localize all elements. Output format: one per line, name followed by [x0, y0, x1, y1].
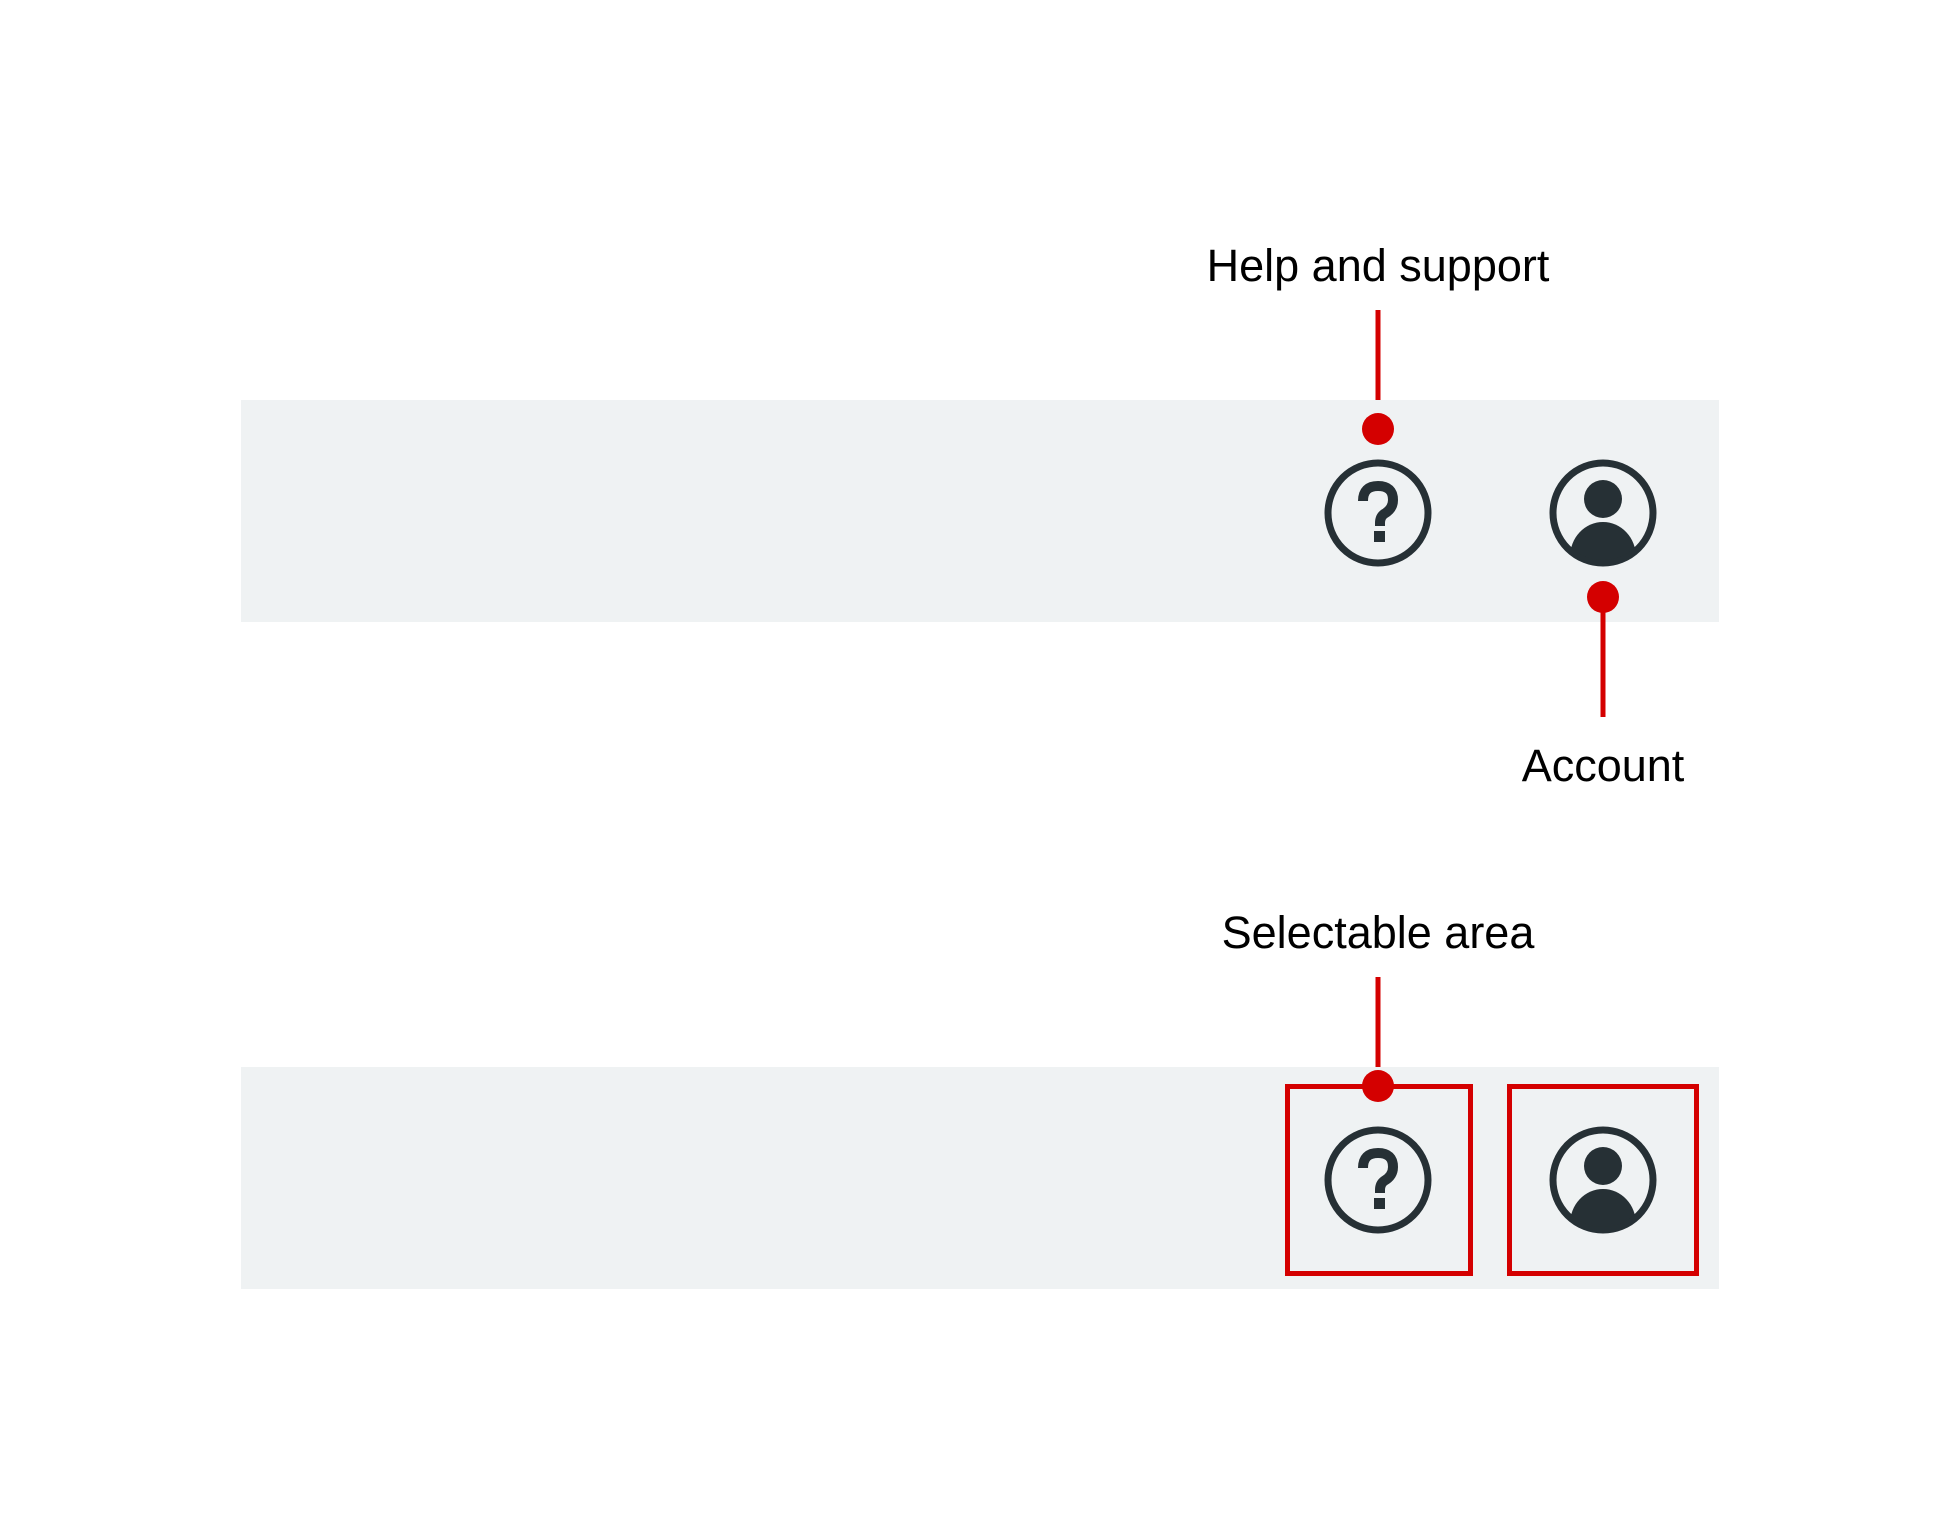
selectable-leader-dot — [1362, 1070, 1394, 1102]
help-button-top[interactable] — [1324, 459, 1432, 567]
account-selectable-area[interactable] — [1507, 1084, 1699, 1276]
account-leader-line — [1600, 597, 1606, 717]
header-bar-bottom — [241, 1067, 1719, 1289]
selectable-leader-line — [1375, 977, 1381, 1085]
account-button-bottom[interactable] — [1549, 1126, 1657, 1234]
help-question-circle-icon — [1324, 459, 1432, 567]
header-bar-top — [241, 400, 1719, 622]
account-user-circle-icon — [1549, 1126, 1657, 1234]
account-label: Account — [1521, 740, 1685, 791]
account-button-top[interactable] — [1549, 459, 1657, 567]
help-leader-dot — [1362, 413, 1394, 445]
help-leader-line — [1375, 310, 1381, 430]
help-question-circle-icon — [1324, 1126, 1432, 1234]
help-button-bottom[interactable] — [1324, 1126, 1432, 1234]
selectable-area-label: Selectable area — [1221, 907, 1535, 958]
account-user-circle-icon — [1549, 459, 1657, 567]
help-and-support-label: Help and support — [1206, 240, 1550, 291]
